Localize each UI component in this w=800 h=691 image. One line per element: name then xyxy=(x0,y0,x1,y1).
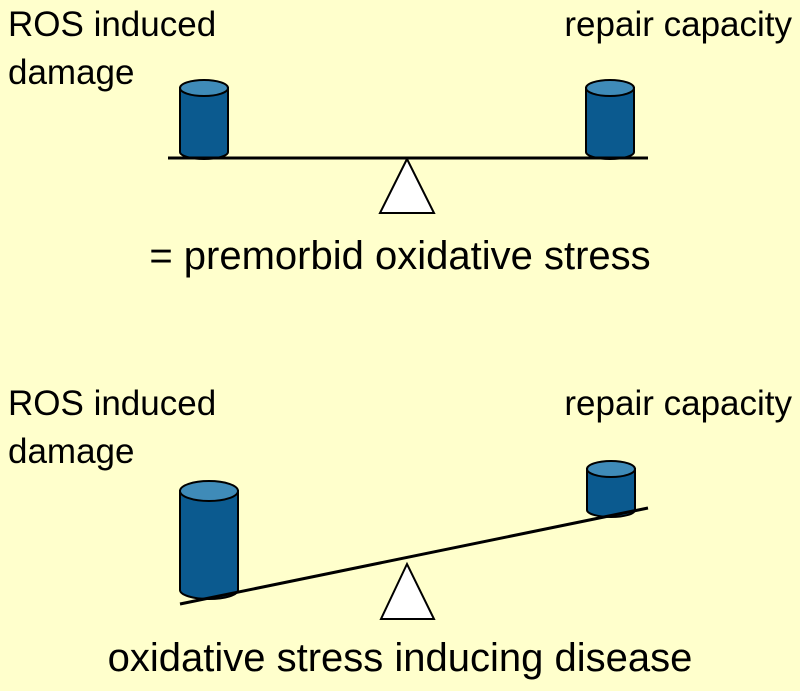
top-caption: = premorbid oxidative stress xyxy=(149,234,651,278)
bottom-right-label: repair capacity xyxy=(564,384,792,423)
top-repair-cylinder xyxy=(585,79,635,160)
bottom-beam xyxy=(179,506,649,606)
bottom-caption: oxidative stress inducing disease xyxy=(107,636,693,680)
bottom-left-label-line2: damage xyxy=(8,432,135,471)
bottom-balance-scale xyxy=(179,460,649,620)
bottom-fulcrum-triangle xyxy=(379,561,436,620)
top-balance-scale xyxy=(168,79,648,214)
top-right-label: repair capacity xyxy=(564,5,792,44)
top-left-label-line1: ROS induced xyxy=(8,5,217,44)
top-left-label-line2: damage xyxy=(8,53,135,92)
top-damage-cylinder xyxy=(179,79,229,160)
bottom-damage-cylinder xyxy=(179,480,239,600)
top-fulcrum-triangle xyxy=(378,156,436,214)
bottom-repair-cylinder xyxy=(586,460,636,518)
bottom-left-label-line1: ROS induced xyxy=(8,384,217,423)
